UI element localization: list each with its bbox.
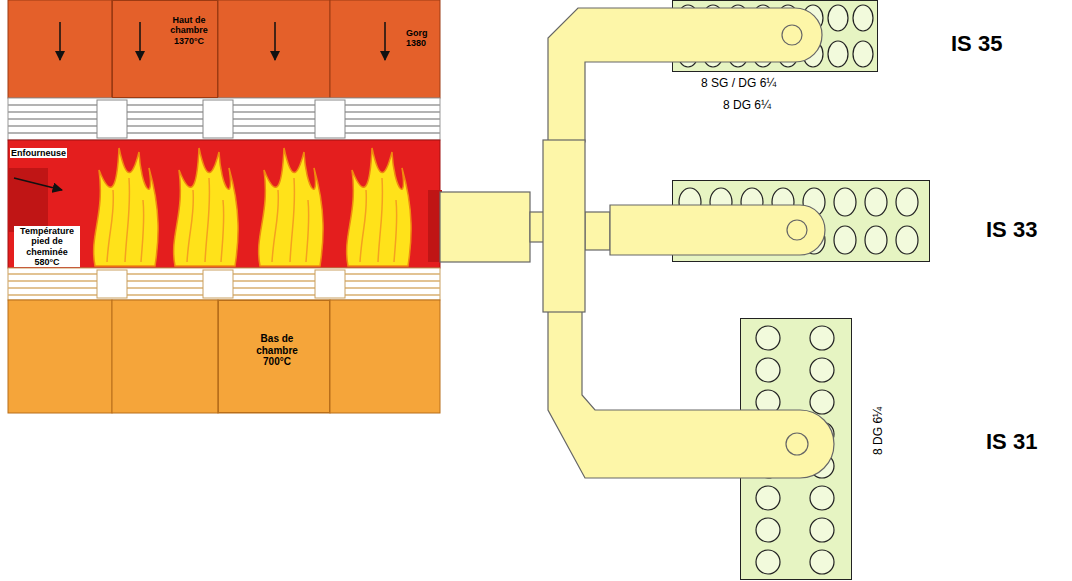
top-chamber [112,0,218,98]
flame [259,148,323,266]
furnace-throat [428,190,442,262]
part-label: Enfourneuse [10,148,67,158]
bottom-checker-grille [8,268,440,300]
machine-name: IS 33 [986,217,1037,242]
machine-name: IS 35 [951,31,1002,56]
chamber-label: Haut de chambre 1370°C [161,15,217,46]
temperature-label: Température pied de cheminée 580°C [14,226,80,267]
machine-spec: 8 DG 6¼ [872,407,886,455]
regenerator-chamber: Bas de chambre 700°C [218,300,330,413]
furnace-basin [8,140,440,268]
is-machine: IS 358 SG / DG 6¼ [672,0,878,72]
machine-name: IS 31 [986,429,1037,454]
bottom-chamber [112,300,218,413]
batch-charger-opening [8,168,48,232]
bottom-chamber [330,300,440,413]
flame [347,148,411,266]
top-chamber [8,0,112,98]
temperature-label: Gorg 1380 [406,28,438,49]
flow-arrow [14,22,385,190]
machine-spec: 8 DG 6¼ [723,99,771,113]
chamber-label: Bas de chambre 700°C [249,333,305,368]
top-chamber [218,0,330,98]
machine-sections [678,5,918,574]
is-machine: IS 318 DG 6¼ [740,318,852,580]
bottom-chamber [8,300,112,413]
is-machine: IS 338 DG 6¼ [672,180,930,262]
flame [174,148,238,266]
machine-spec: 8 SG / DG 6¼ [701,77,776,91]
feeder-pipes [440,8,834,478]
bottom-chamber [218,300,330,413]
flame [94,148,158,266]
regenerator-chamber: Haut de chambre 1370°C [112,0,218,98]
top-checker-grille [8,98,440,140]
top-chamber [330,0,440,98]
